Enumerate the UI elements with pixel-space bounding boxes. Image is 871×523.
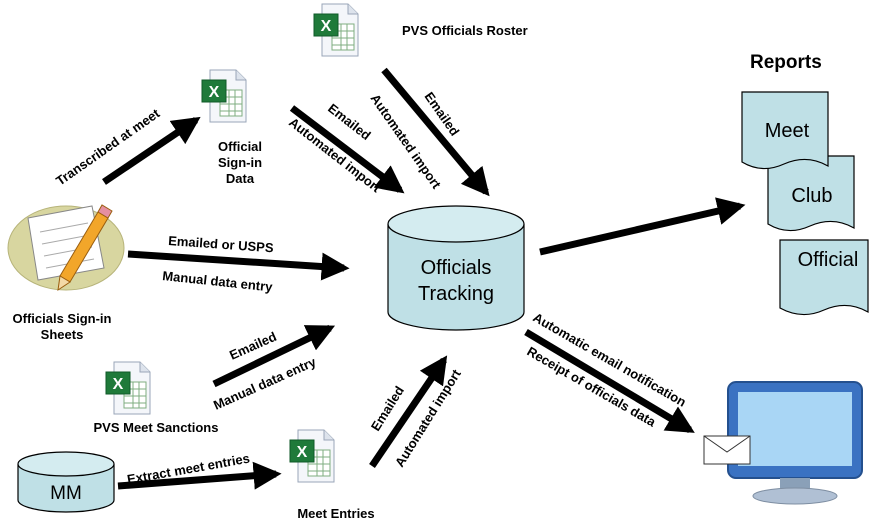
roster-label: PVS Officials Roster bbox=[402, 23, 528, 38]
mm-label: MM bbox=[50, 483, 82, 504]
reports-title: Reports bbox=[750, 52, 822, 73]
arrow-sanctions-to-tracking bbox=[212, 324, 336, 388]
computer-monitor-email-icon bbox=[703, 381, 863, 505]
signin-data-label-2: Sign-in bbox=[218, 155, 262, 170]
meet-entries-label: Meet Entries bbox=[297, 506, 374, 521]
report-meet: Meet bbox=[765, 120, 810, 142]
arrow-meet-entries-to-tracking bbox=[369, 355, 448, 468]
arrow-roster-to-tracking bbox=[381, 67, 490, 197]
paper-pencil-icon bbox=[7, 204, 125, 292]
mm-database bbox=[17, 451, 115, 513]
arrow-signin-data-to-tracking bbox=[289, 105, 405, 194]
sanctions-spreadsheet-icon bbox=[105, 361, 151, 415]
report-official: Official bbox=[798, 249, 859, 271]
arrow-tracking-to-reports bbox=[539, 197, 746, 256]
report-club: Club bbox=[791, 185, 832, 207]
arrow-mm-to-meet-entries bbox=[117, 461, 282, 490]
sanctions-label: PVS Meet Sanctions bbox=[94, 420, 219, 435]
roster-spreadsheet-icon bbox=[313, 3, 359, 57]
edge-usps-label: Emailed or USPS bbox=[168, 233, 275, 255]
signin-sheets-label-2: Sheets bbox=[41, 327, 84, 342]
signin-data-label-3: Data bbox=[226, 171, 255, 186]
tracking-label-line1: Officials bbox=[421, 257, 492, 279]
tracking-label-line2: Tracking bbox=[418, 283, 494, 305]
arrow-tracking-to-computer bbox=[524, 328, 695, 434]
arrow-signin-sheets-to-tracking bbox=[127, 250, 350, 281]
arrow-transcribed bbox=[102, 116, 201, 185]
officials-tracking-database bbox=[387, 205, 525, 331]
edge-manual-entry-1-label: Manual data entry bbox=[162, 268, 274, 295]
signin-sheets-label-1: Officials Sign-in bbox=[13, 311, 112, 326]
reports-stack bbox=[741, 91, 869, 316]
signin-data-spreadsheet-icon bbox=[201, 69, 247, 123]
edge-roster-emailed-label: Emailed bbox=[422, 89, 463, 138]
signin-data-label-1: Official bbox=[218, 139, 262, 154]
meet-entries-spreadsheet-icon bbox=[289, 429, 335, 483]
